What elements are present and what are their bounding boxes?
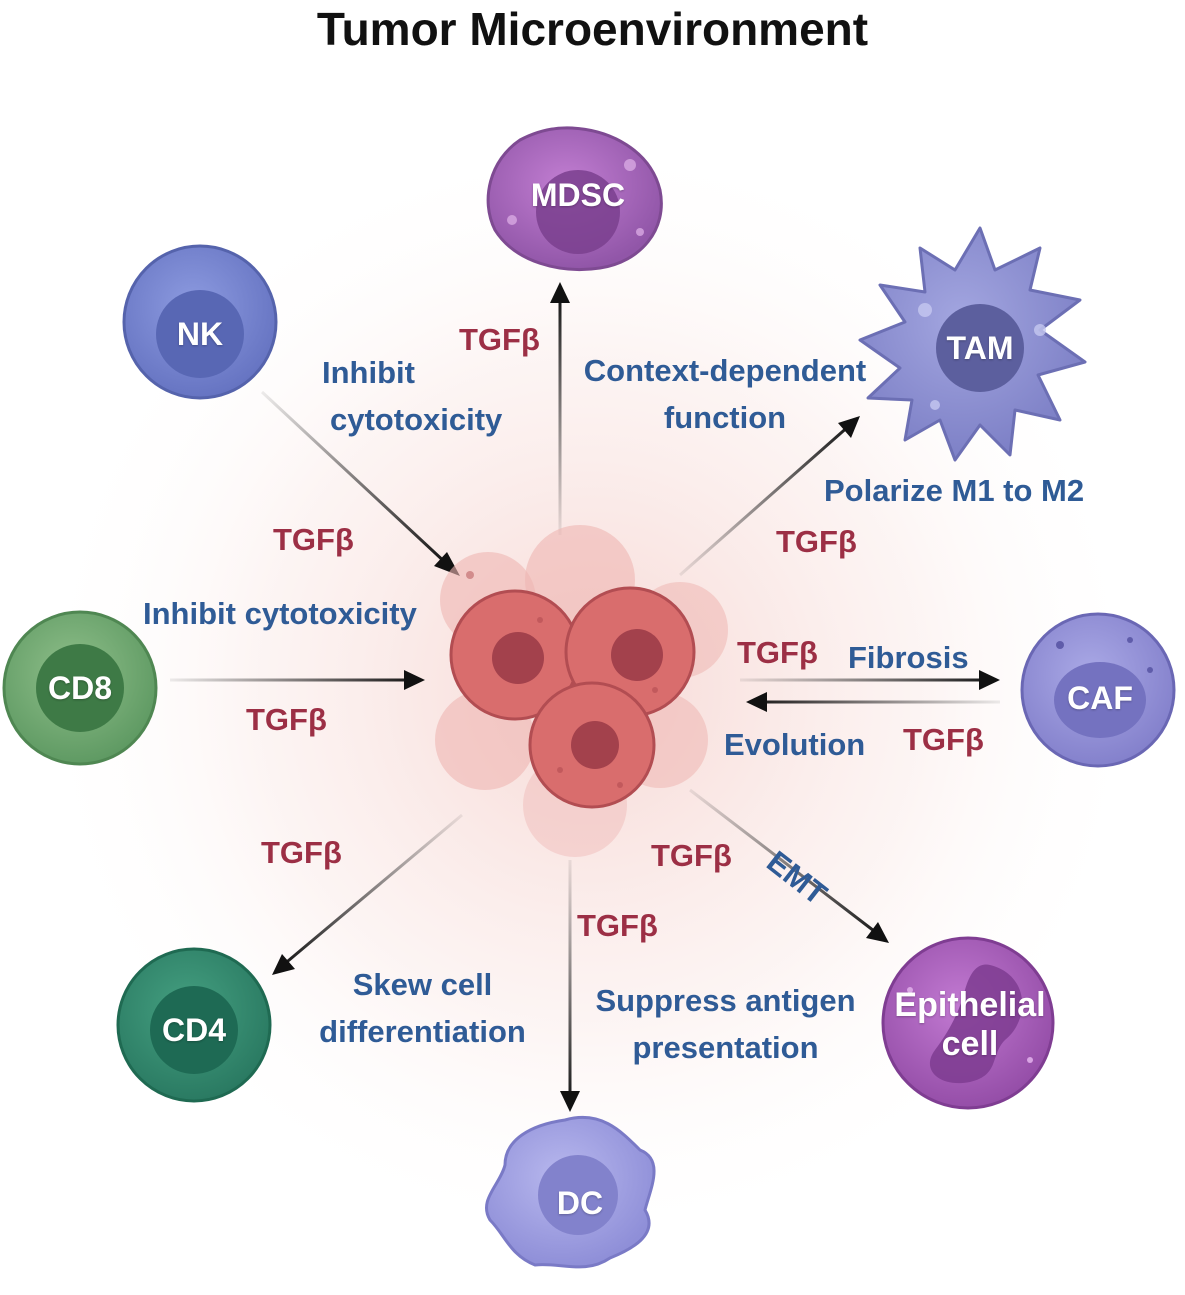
caf-label: CAF xyxy=(1067,680,1133,716)
epithelial-label-line1: Epithelial xyxy=(894,986,1046,1024)
dc-cell xyxy=(484,1115,656,1269)
tgf-label-nk: TGFβ xyxy=(273,522,354,557)
cd8-label: CD8 xyxy=(47,670,112,706)
epithelial-label: Epithelial cell xyxy=(880,986,1060,1064)
tgf-label-cd8: TGFβ xyxy=(246,702,327,737)
dc-label: DC xyxy=(556,1185,604,1221)
effect-label-dc: Suppress antigen presentation xyxy=(578,978,873,1071)
cd4-cell xyxy=(116,947,272,1103)
cd8-cell xyxy=(2,610,158,766)
effect-label-mdsc-line2: function xyxy=(663,399,787,435)
arrow-caf-to-tumor xyxy=(746,692,1000,712)
tam-label: TAM xyxy=(946,330,1014,366)
effect-label-nk-line1: Inhibit xyxy=(322,355,415,390)
page-title: Tumor Microenvironment xyxy=(316,3,869,55)
effect-label-cd4-line2: differentiation xyxy=(319,1013,526,1049)
tam-cell xyxy=(858,226,1087,462)
effect-label-mdsc-line1: Context-dependent xyxy=(583,353,867,388)
epithelial-label-line2: cell xyxy=(941,1025,999,1064)
tgf-label-mdsc: TGFβ xyxy=(459,322,540,357)
effect-label-cd4: Skew cell differentiation xyxy=(300,962,545,1055)
tumor-cell-cluster xyxy=(435,525,728,857)
tgf-label-caf-forward: TGFβ xyxy=(737,635,818,670)
mdsc-cell xyxy=(486,126,663,271)
nk-cell xyxy=(122,244,278,400)
arrow-tumor-to-mdsc xyxy=(550,282,570,535)
caf-cell xyxy=(1020,612,1176,768)
tgf-label-epithelial: TGFβ xyxy=(651,838,732,873)
tgf-label-caf-back: TGFβ xyxy=(903,722,984,757)
effect-label-cd8: Inhibit cytotoxicity xyxy=(143,596,417,631)
epithelial-cell xyxy=(881,936,1055,1110)
arrow-tumor-to-caf xyxy=(740,670,1000,690)
tgf-label-dc: TGFβ xyxy=(577,908,658,943)
cd4-label: CD4 xyxy=(161,1012,226,1048)
effect-label-cd4-line1: Skew cell xyxy=(352,967,493,1002)
mdsc-label: MDSC xyxy=(530,177,626,213)
effect-label-dc-line1: Suppress antigen xyxy=(595,983,856,1018)
arrows xyxy=(170,282,1000,1112)
effect-label-nk: Inhibit cytotoxicity xyxy=(310,350,540,443)
effect-label-mdsc: Context-dependent function xyxy=(560,348,890,441)
arrow-tumor-to-epithelial xyxy=(689,788,889,943)
effect-label-caf-back: Evolution xyxy=(724,727,866,762)
effect-label-tam: Polarize M1 to M2 xyxy=(824,473,1085,508)
nk-label: NK xyxy=(176,316,224,352)
arrow-tumor-to-tam xyxy=(679,416,860,577)
arrow-cd8-to-tumor xyxy=(170,670,425,690)
effect-label-caf-forward: Fibrosis xyxy=(848,640,969,675)
effect-label-dc-line2: presentation xyxy=(632,1029,819,1065)
tgf-label-tam: TGFβ xyxy=(776,524,857,559)
tgf-label-cd4: TGFβ xyxy=(261,835,342,870)
arrow-tumor-to-dc xyxy=(560,860,580,1112)
effect-label-nk-line2: cytotoxicity xyxy=(330,401,503,437)
arrow-tumor-to-cd4 xyxy=(272,813,463,975)
